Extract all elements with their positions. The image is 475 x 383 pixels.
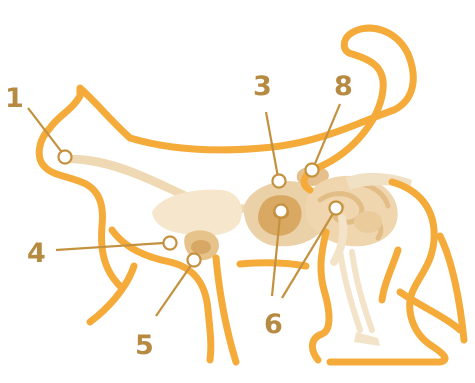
marker-3 [273,175,286,188]
leader-4 [56,243,164,250]
back-foot-outline [382,250,398,300]
label-4: 4 [27,238,46,269]
marker-6a [275,205,288,218]
hind-paw-bones [354,332,380,346]
hind-leg-outline [312,232,329,360]
leader-5 [156,264,192,316]
marker-1 [59,151,72,164]
chin-outline [44,166,120,286]
marker-5 [188,254,201,267]
marker-4 [164,237,177,250]
label-1: 1 [5,83,24,114]
belly-outline [216,258,306,362]
label-6: 6 [264,309,283,340]
marker-6b [330,202,343,215]
internal-organs [62,155,412,346]
marker-8 [306,164,319,177]
label-3: 3 [253,71,272,102]
heart-chamber [191,240,211,254]
tibia [340,250,372,330]
lungs [152,190,242,236]
label-5: 5 [135,330,154,361]
bladder [354,211,382,233]
label-8: 8 [334,71,353,102]
